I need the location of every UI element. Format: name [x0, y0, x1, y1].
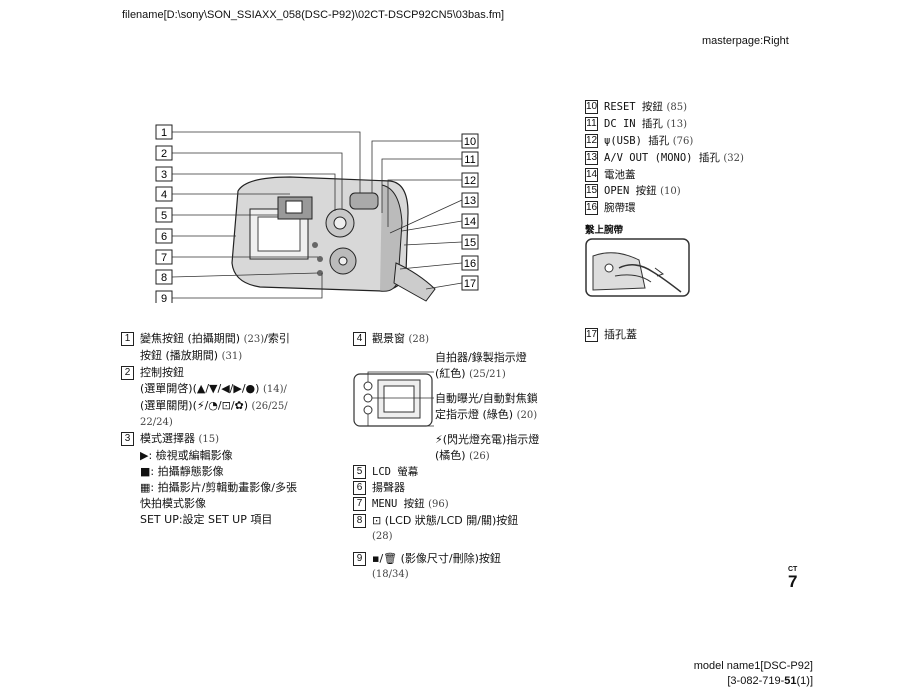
- camera-diagram: 1 2 3 4 5 6 7 8 9 10 11 12 13 14 15 16 1…: [155, 124, 479, 303]
- callout-8: 8: [161, 272, 167, 284]
- footer-code: [3-082-719-51(1)]: [727, 675, 813, 687]
- language-code: CT: [788, 566, 798, 573]
- viewfinder-labels: 自拍器/錄製指示燈 (紅色) (25/21) 自動曝光/自動對焦鎖 定指示燈 (…: [435, 351, 540, 462]
- callout-13: 13: [464, 195, 476, 207]
- strap-illustration: [585, 238, 690, 297]
- list-item: 22/24): [140, 417, 173, 428]
- page-number: 7: [788, 572, 798, 591]
- callout-16: 16: [464, 258, 476, 270]
- strap-heading: 繫上腕帶: [585, 225, 624, 236]
- list-item: SET UP:設定 SET UP 項目: [140, 513, 273, 526]
- list-item: ■: 拍攝靜態影像: [140, 465, 224, 478]
- list-item: (選單關閉)(⚡/◔/⊡/✿) (26/25/: [140, 399, 288, 412]
- callout-2: 2: [161, 148, 167, 160]
- callout-11: 11: [464, 154, 475, 166]
- list-item: ▦: 拍攝影片/剪輯動畫影像/多張: [140, 481, 298, 494]
- list-item: 快拍模式影像: [140, 497, 206, 510]
- callout-9: 9: [161, 293, 167, 303]
- filename-header: filename[D:\sony\SON_SSIAXX_058(DSC-P92)…: [122, 9, 505, 21]
- callout-3: 3: [161, 169, 167, 181]
- list-item: 9▪/🗑 (影像尺寸/刪除)按鈕: [353, 551, 518, 567]
- callout-6: 6: [161, 231, 167, 243]
- callout-10: 10: [464, 136, 476, 148]
- callout-1: 1: [161, 127, 167, 139]
- callout-4: 4: [161, 189, 167, 201]
- masterpage-label: masterpage:Right: [702, 35, 789, 47]
- list-item: (選單開啓)(▲/▼/◀/▶/●) (14)/: [140, 382, 287, 395]
- callout-14: 14: [464, 216, 476, 228]
- callout-12: 12: [464, 175, 476, 187]
- viewfinder-illustration: [353, 371, 434, 427]
- callout-7: 7: [161, 252, 167, 264]
- list-item: 按鈕 (播放期間) (31): [140, 349, 243, 362]
- list-item: ▶: 檢視或編輯影像: [140, 449, 233, 462]
- callout-15: 15: [464, 237, 476, 249]
- list-item: 8⊡ (LCD 狀態/LCD 開/關)按鈕: [353, 513, 518, 529]
- footer-model: model name1[DSC-P92]: [693, 660, 813, 672]
- callout-17: 17: [464, 278, 476, 290]
- callout-5: 5: [161, 210, 167, 222]
